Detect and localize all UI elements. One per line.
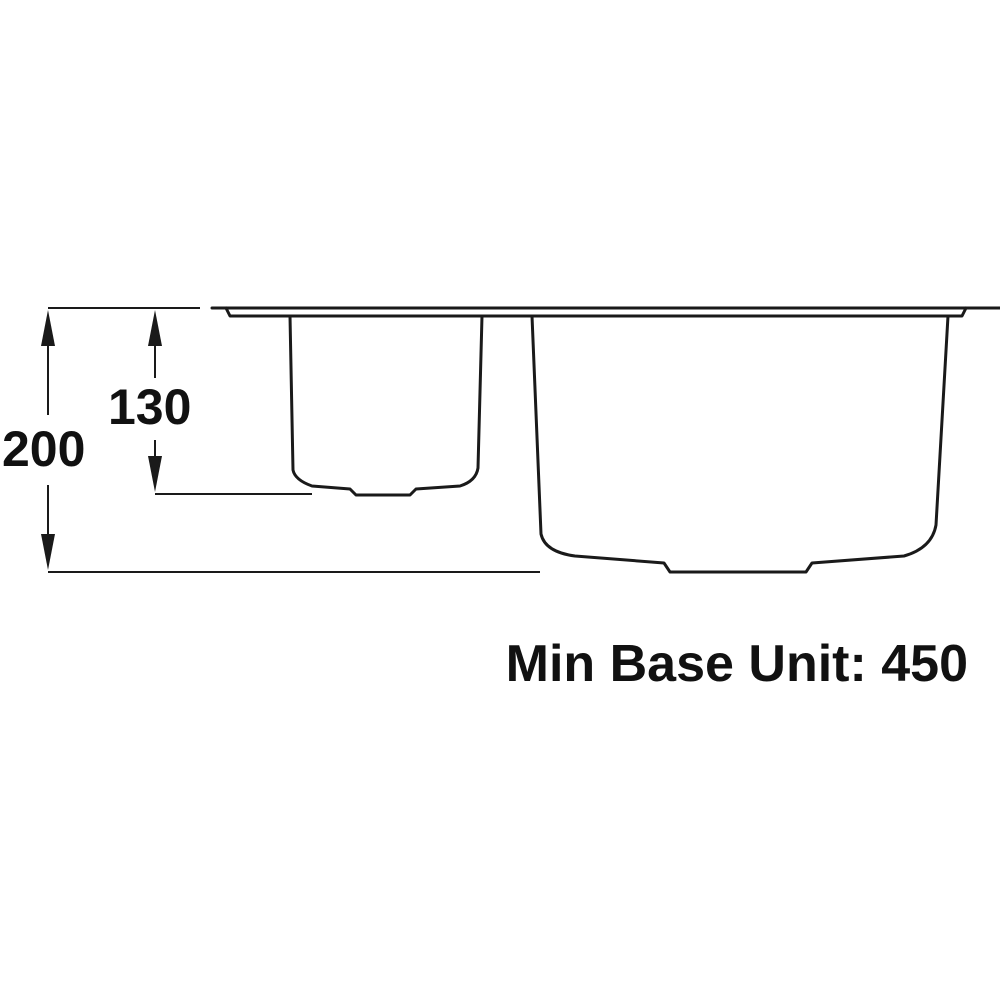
arrow-up-icon [148, 310, 162, 346]
arrow-down-icon [41, 534, 55, 570]
small-bowl-height-label: 130 [108, 379, 191, 435]
large-bowl-outline [530, 314, 950, 574]
sink-rim [210, 306, 1000, 318]
arrow-up-icon [41, 310, 55, 346]
overall-height-dimension [41, 307, 540, 573]
overall-height-label: 200 [2, 421, 85, 477]
small-bowl-height-dimension [148, 310, 312, 495]
arrow-down-icon [148, 456, 162, 492]
small-bowl-outline [288, 314, 484, 497]
min-base-unit-caption: Min Base Unit: 450 [506, 635, 968, 693]
